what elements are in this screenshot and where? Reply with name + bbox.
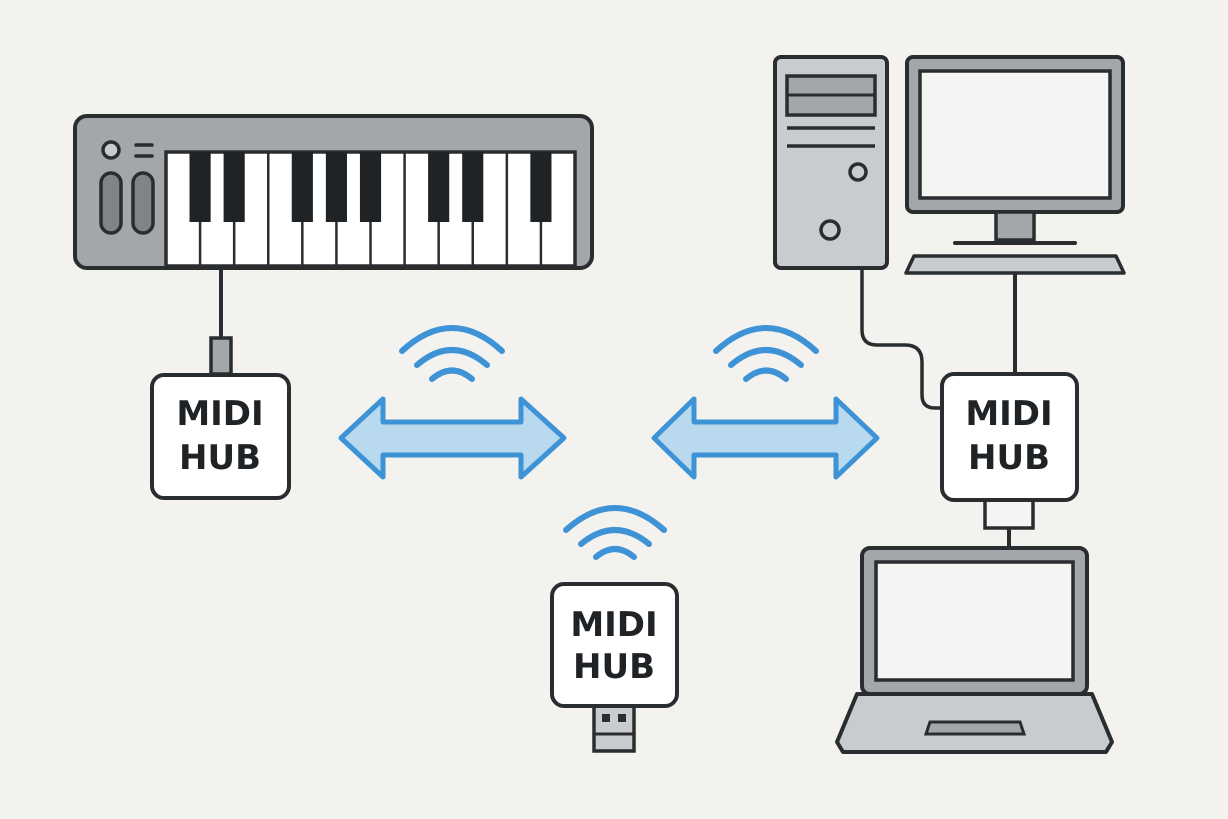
hub-label-line2: HUB [968,438,1050,478]
black-key [223,152,245,222]
hub-label-line1: MIDI [965,394,1052,434]
dongle-hub: MIDI HUB [550,582,679,708]
monitor [904,55,1126,275]
monitor-screen [918,69,1112,200]
hub-label-line2: HUB [573,647,655,687]
black-key [189,152,211,222]
keyboard-knob [101,140,121,160]
laptop [835,546,1114,754]
laptop-screen [874,560,1075,682]
double-arrow-icon [338,396,567,480]
pitch-wheel [99,171,123,235]
wireless-signal-icon [563,505,667,560]
computer-hub: MIDI HUB [940,372,1079,502]
black-key [462,152,484,222]
black-key [530,152,552,222]
desktop-tower [773,55,889,270]
black-key [291,152,313,222]
power-button [848,162,868,182]
hub-label-line1: MIDI [176,394,263,434]
hub-label-line2: HUB [179,438,261,478]
drive-light [819,219,841,241]
usb-dongle [592,702,636,753]
keyboard-hub: MIDI HUB [150,373,291,500]
black-key [428,152,450,222]
wireless-signal-icon [713,325,819,382]
wireless-signal-icon [399,325,505,382]
black-key [359,152,382,222]
laptop-touchpad [923,720,1027,736]
black-key [325,152,347,222]
computer-keyboard [904,254,1126,275]
double-arrow-icon [651,396,880,480]
mod-wheel [131,171,155,235]
keyboard-plug [209,336,233,376]
hub-label-line1: MIDI [570,605,657,645]
midi-keyboard [73,114,594,270]
